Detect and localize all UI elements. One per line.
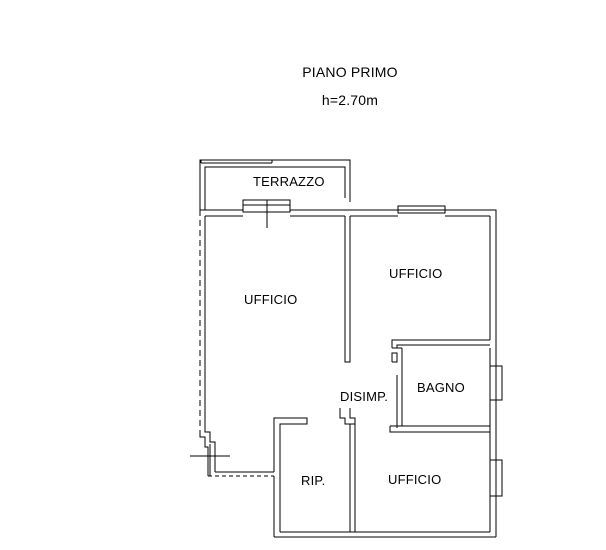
reference-cross (190, 444, 230, 476)
room-label-ufficio-main: UFFICIO (244, 292, 298, 307)
terrace-door (242, 199, 291, 228)
terrace-walls (199, 159, 351, 210)
room-label-ufficio-top-right: UFFICIO (389, 266, 443, 281)
room-label-bagno: BAGNO (417, 380, 465, 395)
room-label-terrazzo: TERRAZZO (253, 174, 325, 189)
right-windows (489, 365, 503, 497)
exterior-walls (199, 205, 497, 538)
interior-walls (273, 216, 490, 532)
floor-label: PIANO PRIMO (302, 64, 398, 80)
room-label-rip: RIP. (301, 473, 326, 488)
room-label-ufficio-bottom-right: UFFICIO (388, 472, 442, 487)
room-label-disimp: DISIMP. (340, 389, 389, 404)
ceiling-height-label: h=2.70m (321, 92, 379, 108)
